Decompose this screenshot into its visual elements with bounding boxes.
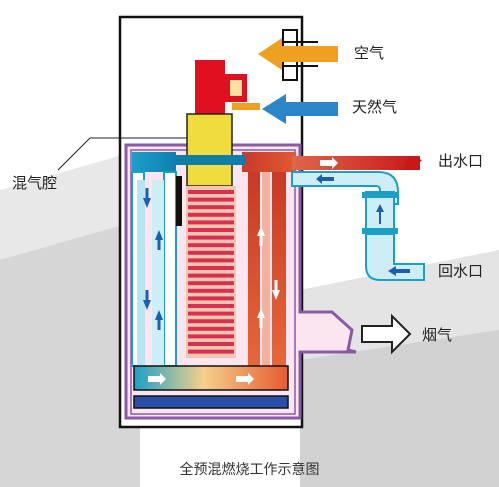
gas-inlet bbox=[232, 94, 338, 124]
arrow-left-icon bbox=[316, 174, 334, 184]
arrow-down-icon bbox=[272, 280, 280, 300]
burner-fin bbox=[188, 281, 234, 286]
arrow-down-icon bbox=[143, 290, 151, 310]
flow-arrows bbox=[143, 157, 410, 385]
mixing-chamber-pointer bbox=[57, 137, 187, 171]
arrow-right-icon bbox=[320, 157, 338, 169]
burner-fin bbox=[188, 190, 234, 194]
arrow-right-icon bbox=[361, 313, 412, 355]
burner-fin bbox=[188, 273, 234, 278]
water-outlet-pipe bbox=[292, 156, 422, 170]
burner-fin bbox=[188, 304, 234, 308]
diagram-caption: 全预混燃烧工作示意图 bbox=[179, 462, 320, 478]
arrow-down-icon bbox=[143, 188, 151, 208]
burner-fin bbox=[188, 205, 234, 210]
burner-fin bbox=[188, 250, 234, 255]
arrow-left-icon bbox=[258, 38, 338, 70]
bottom-chamber bbox=[133, 365, 289, 409]
burner-fin bbox=[188, 266, 234, 270]
cold-water-column bbox=[131, 152, 182, 367]
burner-fin bbox=[188, 243, 234, 248]
burner-fin bbox=[188, 235, 234, 240]
burner-fin bbox=[188, 197, 234, 202]
arrow-left-icon bbox=[388, 266, 410, 276]
arrow-right-icon bbox=[148, 373, 166, 385]
burner-fin bbox=[188, 220, 234, 225]
mixing-chamber bbox=[186, 113, 233, 187]
burner-fin bbox=[188, 319, 234, 324]
air-inlet bbox=[258, 29, 338, 81]
burner-fin bbox=[188, 212, 234, 217]
burner-fins bbox=[186, 186, 236, 358]
burner-fin bbox=[188, 258, 234, 263]
burner-fin bbox=[188, 342, 234, 346]
burner-fin bbox=[188, 296, 234, 301]
natural-gas-label: 天然气 bbox=[352, 98, 398, 116]
water-return-label: 回水口 bbox=[438, 262, 484, 280]
flue-gas-label: 烟气 bbox=[422, 326, 453, 344]
top-manifold-bar bbox=[176, 155, 246, 165]
burner-fin bbox=[188, 311, 234, 316]
burner-fin bbox=[188, 288, 234, 293]
arrow-up-icon bbox=[257, 226, 265, 246]
burner-fin bbox=[188, 334, 234, 339]
mixing-chamber-label: 混气腔 bbox=[12, 174, 58, 192]
arrow-up-icon bbox=[376, 204, 384, 224]
water-outlet-label: 出水口 bbox=[438, 152, 484, 170]
arrow-up-icon bbox=[257, 308, 265, 328]
burner-fin bbox=[188, 228, 234, 232]
arrow-up-icon bbox=[155, 310, 163, 330]
arrow-up-icon bbox=[155, 230, 163, 250]
air-label: 空气 bbox=[354, 44, 385, 62]
burner-fin bbox=[188, 349, 234, 354]
arrow-left-icon bbox=[262, 94, 338, 124]
arrow-right-icon bbox=[236, 373, 254, 385]
burner-fin bbox=[188, 326, 234, 331]
hot-water-column bbox=[242, 152, 296, 366]
